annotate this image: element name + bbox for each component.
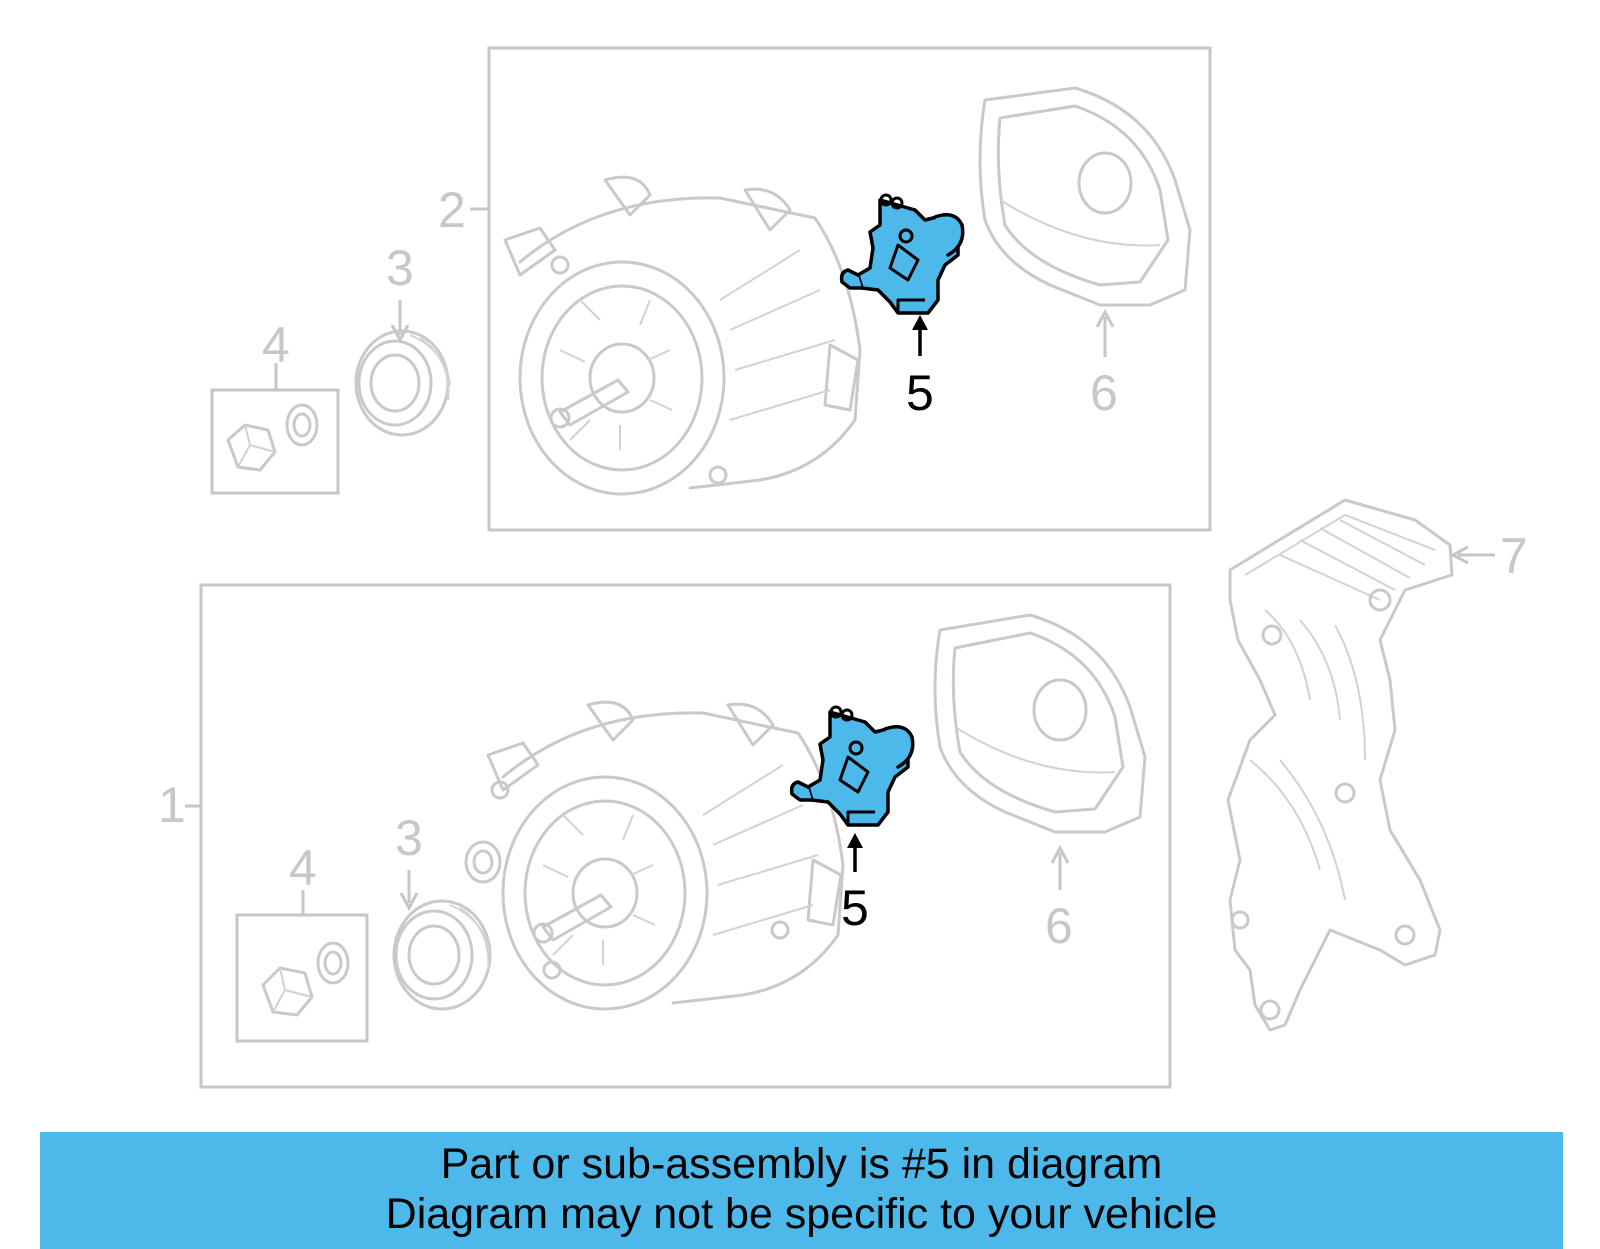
callout-3-lower: 3 (395, 810, 423, 866)
rear-cover-upper (978, 86, 1192, 307)
callout-3-upper: 3 (386, 240, 414, 296)
callout-1: 1 (158, 777, 186, 833)
part-5-upper (839, 193, 965, 315)
alternator-lower (486, 700, 845, 1011)
hardware-box-lower (235, 913, 369, 1043)
banner-line-1: Part or sub-assembly is #5 in diagram (440, 1140, 1163, 1188)
pulley-upper (354, 329, 451, 437)
callout-6-lower: 6 (1045, 898, 1073, 954)
callout-7: 7 (1500, 528, 1528, 584)
pulley-lower (392, 840, 502, 1011)
callout-5-upper: 5 (906, 365, 934, 421)
info-banner: Part or sub-assembly is #5 in diagram Di… (40, 1132, 1563, 1249)
nut-upper (226, 403, 319, 472)
callout-2: 2 (438, 182, 466, 238)
assembly-box-upper (487, 46, 1212, 532)
nut-lower (261, 941, 350, 1017)
callout-4-lower: 4 (289, 840, 317, 896)
alternator-upper (503, 175, 862, 496)
callout-5-lower: 5 (841, 880, 869, 936)
callout-4-upper: 4 (262, 317, 290, 373)
banner-line-2: Diagram may not be specific to your vehi… (385, 1190, 1218, 1238)
hardware-box-upper (210, 388, 340, 495)
mounting-bracket (1226, 498, 1454, 1032)
callout-6-upper: 6 (1090, 365, 1118, 421)
part-5-lower (789, 705, 915, 827)
assembly-box-lower (199, 583, 1172, 1089)
rear-cover-lower (933, 613, 1147, 834)
